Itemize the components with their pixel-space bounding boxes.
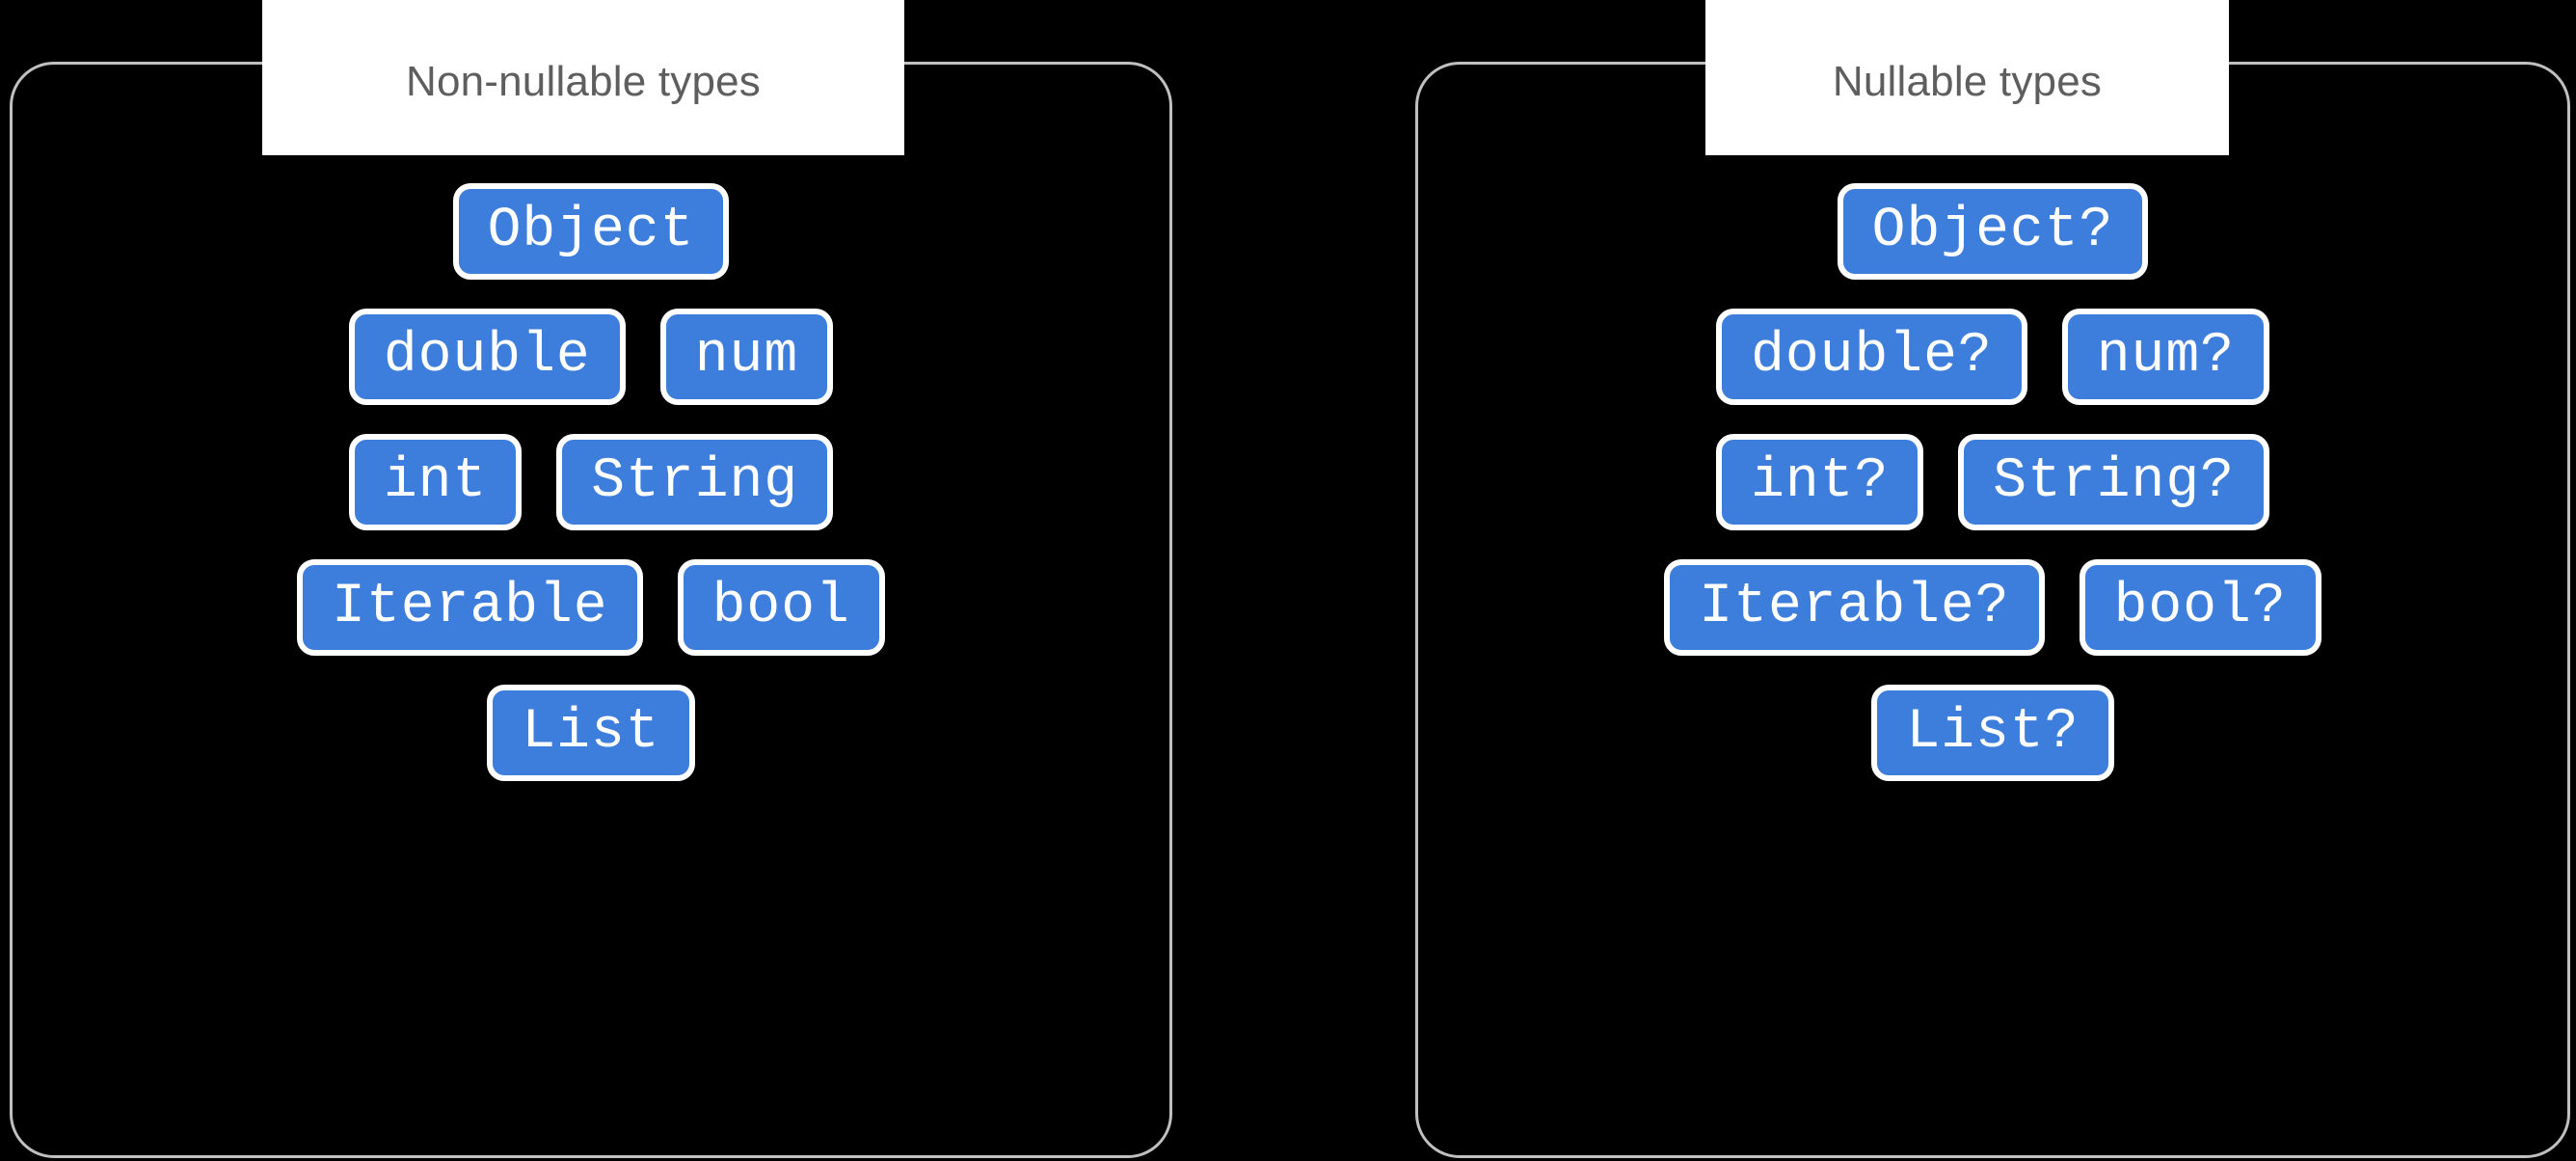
chip-row: int? String?: [1716, 434, 2269, 530]
type-chip[interactable]: int: [348, 434, 523, 530]
type-chip[interactable]: List?: [1871, 685, 2114, 781]
panel-title-non-nullable: Non-nullable types: [262, 0, 904, 155]
chip-row: Object?: [1837, 183, 2149, 280]
type-chip-list-non-nullable: Object double num int String Iterable bo…: [13, 183, 1169, 781]
panel-title-nullable: Nullable types: [1705, 0, 2229, 155]
type-chip[interactable]: bool: [677, 559, 885, 656]
type-chip[interactable]: bool?: [2079, 559, 2321, 656]
chip-row: Object: [452, 183, 730, 280]
type-chip[interactable]: Object?: [1837, 183, 2149, 280]
chip-row: double num: [348, 309, 834, 405]
chip-row: int String: [348, 434, 834, 530]
type-chip-list-nullable: Object? double? num? int? String? Iterab…: [1418, 183, 2567, 781]
type-chip[interactable]: double: [348, 309, 626, 405]
type-chip[interactable]: num: [659, 309, 834, 405]
type-chip[interactable]: String?: [1958, 434, 2269, 530]
chip-row: Iterable? bool?: [1664, 559, 2321, 656]
type-chip[interactable]: String: [556, 434, 834, 530]
type-chip[interactable]: Object: [452, 183, 730, 280]
chip-row: List?: [1871, 685, 2114, 781]
chip-row: Iterable bool: [297, 559, 885, 656]
chip-row: double? num?: [1716, 309, 2269, 405]
chip-row: List: [487, 685, 695, 781]
type-chip[interactable]: Iterable?: [1664, 559, 2045, 656]
type-chip[interactable]: int?: [1716, 434, 1924, 530]
type-chip[interactable]: double?: [1716, 309, 2027, 405]
type-chip[interactable]: num?: [2061, 309, 2269, 405]
type-chip[interactable]: Iterable: [297, 559, 643, 656]
type-chip[interactable]: List: [487, 685, 695, 781]
